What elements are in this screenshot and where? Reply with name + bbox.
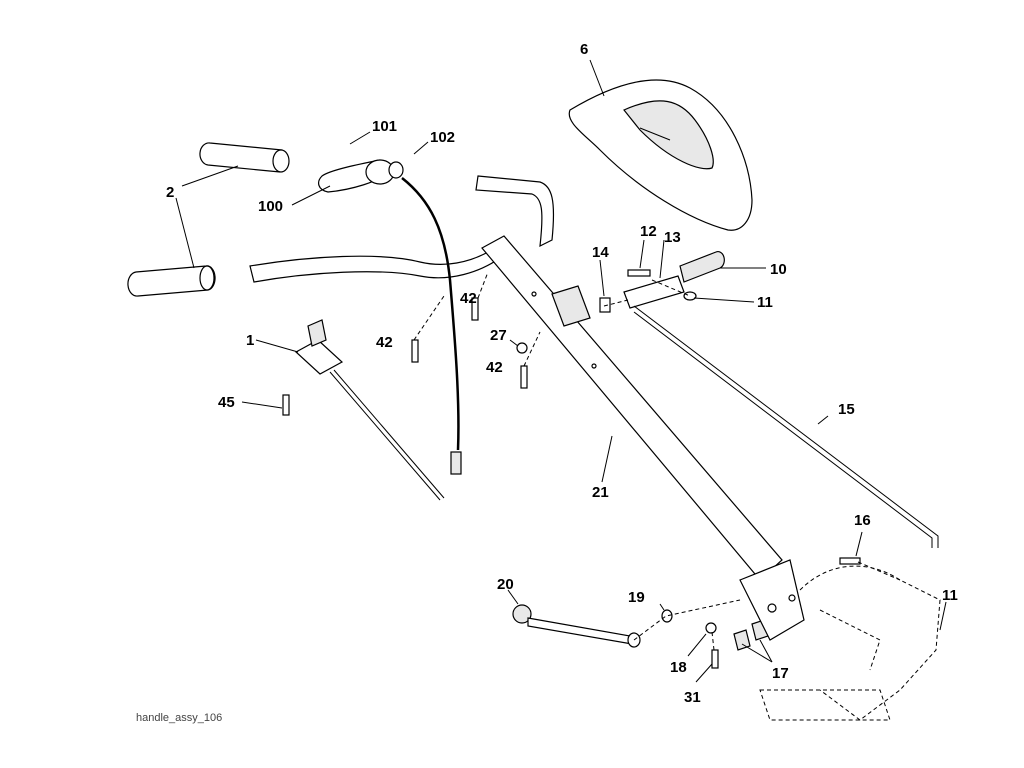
screw-45	[282, 394, 290, 416]
clutch-cable	[401, 177, 460, 451]
callout-42b: 42	[460, 290, 477, 307]
bolt-42c	[520, 365, 528, 389]
callout-2: 2	[166, 184, 174, 201]
grip-upper	[199, 142, 290, 173]
bolt-16	[839, 557, 861, 565]
bolt-31	[711, 649, 719, 669]
callout-102: 102	[430, 129, 455, 146]
diagram-caption: handle_assy_106	[136, 712, 223, 724]
hinge-bracket	[551, 285, 591, 327]
callout-12: 12	[640, 223, 657, 240]
knob-10	[679, 250, 725, 283]
callout-11b: 11	[942, 587, 958, 604]
grip-lower	[127, 265, 216, 297]
handle-tube	[481, 235, 783, 581]
callout-31: 31	[684, 689, 701, 706]
nut-18	[705, 622, 717, 634]
callout-6: 6	[580, 41, 588, 58]
control-panel-cover	[568, 79, 753, 231]
pad-17a	[733, 629, 751, 651]
callout-16: 16	[854, 512, 871, 529]
bolt-42a	[411, 339, 419, 363]
callout-21: 21	[592, 484, 609, 501]
clip-11	[683, 291, 697, 301]
callout-10: 10	[770, 261, 787, 278]
spacer-14	[599, 297, 611, 313]
assembly-lines	[413, 271, 901, 651]
cable-spring	[450, 451, 462, 475]
washer-19	[661, 609, 673, 623]
clutch-lever	[318, 159, 404, 193]
callout-42c: 42	[486, 359, 503, 376]
lever-20	[512, 604, 641, 648]
callout-100: 100	[258, 198, 283, 215]
callout-18: 18	[670, 659, 687, 676]
callout-1: 1	[246, 332, 254, 349]
leader-lines	[175, 59, 947, 683]
callout-101: 101	[372, 118, 397, 135]
callout-19: 19	[628, 589, 645, 606]
callout-15: 15	[838, 401, 855, 418]
callout-11a: 11	[757, 294, 773, 311]
bolt-12	[627, 269, 651, 277]
callout-13: 13	[664, 229, 681, 246]
callout-20: 20	[497, 576, 514, 593]
callout-42a: 42	[376, 334, 393, 351]
callout-17: 17	[772, 665, 789, 682]
callout-27: 27	[490, 327, 507, 344]
mount-bracket	[739, 559, 805, 641]
nut-27	[516, 342, 528, 354]
callout-14: 14	[592, 244, 609, 261]
bracket-1	[294, 319, 445, 501]
bolt-42b	[471, 297, 479, 321]
shift-lever-13	[623, 275, 685, 309]
callout-45: 45	[218, 394, 235, 411]
shift-rod-15	[633, 305, 939, 548]
